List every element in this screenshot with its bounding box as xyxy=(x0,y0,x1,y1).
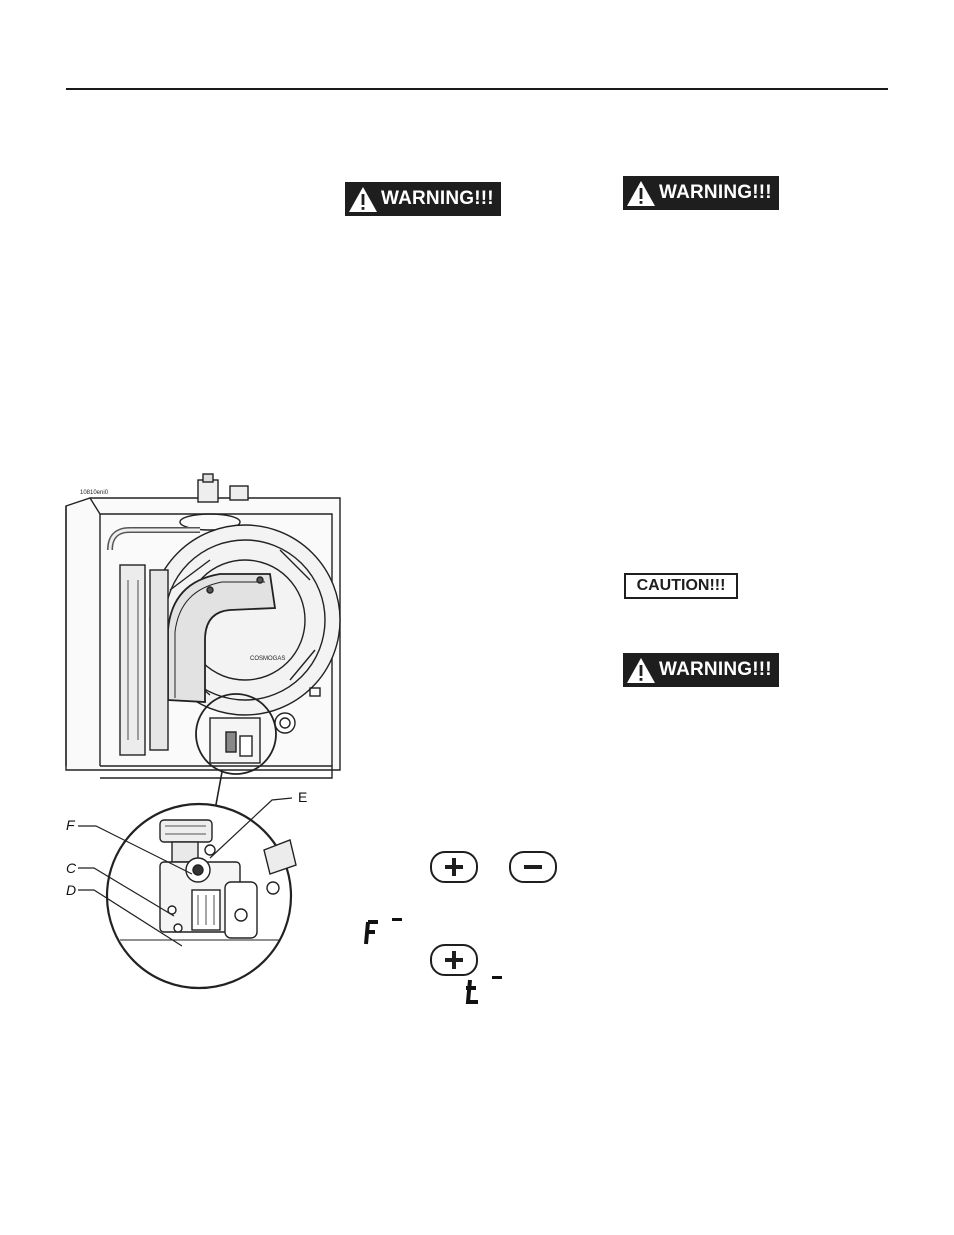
code-text: 10810eni0 xyxy=(80,490,109,496)
plus-button-icon xyxy=(430,851,478,883)
callout-c: C xyxy=(66,860,77,876)
warning-label: WARNING!!! xyxy=(659,659,772,680)
t-dash-display-code xyxy=(462,968,510,1013)
callout-e: E xyxy=(298,789,307,805)
warning-triangle-icon xyxy=(623,176,659,210)
boiler-illustration: COSMOGAS 10810eni0 E F C D xyxy=(60,470,350,1000)
warning-label: WARNING!!! xyxy=(381,188,494,209)
caution-badge: CAUTION!!! xyxy=(624,573,738,599)
warning-badge-3: WARNING!!! xyxy=(623,653,779,687)
warning-badge-1: WARNING!!! xyxy=(345,182,501,216)
plus-button-icon-2 xyxy=(430,944,478,976)
callout-d: D xyxy=(66,882,76,898)
warning-badge-2: WARNING!!! xyxy=(623,176,779,210)
callout-f: F xyxy=(66,817,76,833)
warning-triangle-icon xyxy=(623,653,659,687)
warning-label: WARNING!!! xyxy=(659,182,772,203)
warning-triangle-icon xyxy=(345,182,381,216)
header-rule xyxy=(66,88,888,90)
brand-text: COSMOGAS xyxy=(250,656,285,662)
f-dash-display-code xyxy=(360,912,408,953)
minus-button-icon xyxy=(509,851,557,883)
